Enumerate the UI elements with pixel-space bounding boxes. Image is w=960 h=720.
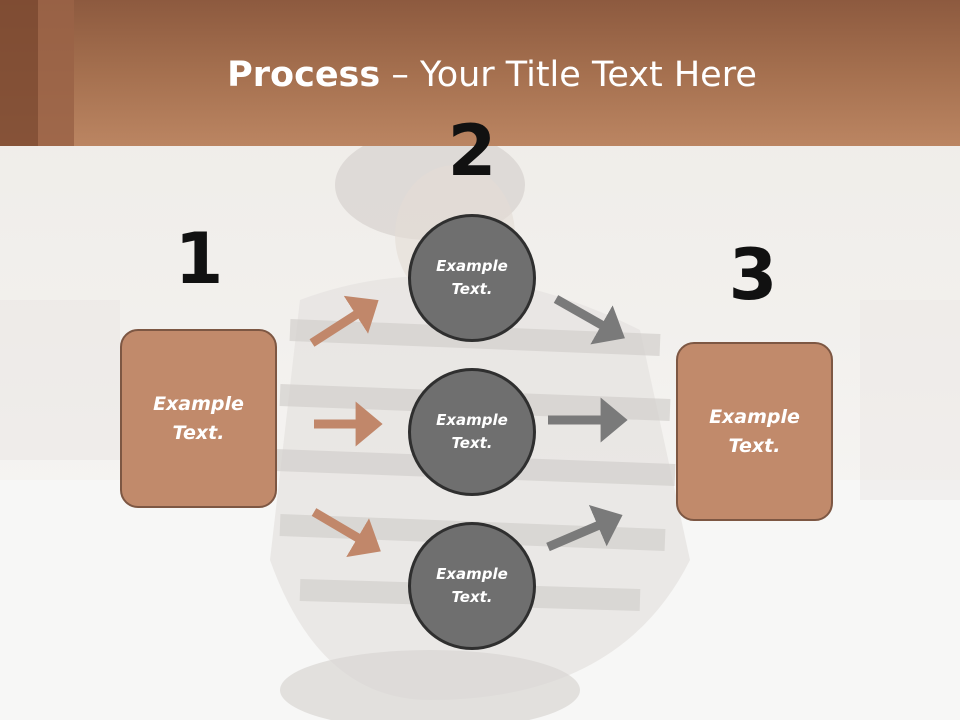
arrow-2a-to-3 xyxy=(553,295,625,345)
arrow-2c-to-3 xyxy=(546,504,623,552)
step-number-3: 3 xyxy=(728,234,778,316)
step-1-text: Example Text. xyxy=(153,392,244,444)
slide-title: Process – Your Title Text Here xyxy=(0,53,960,97)
step-2-circle-top: Example Text. xyxy=(408,214,536,342)
step-1-box: Example Text. xyxy=(120,329,277,508)
step-2-circle-bottom: Example Text. xyxy=(408,522,536,650)
title-bold: Process xyxy=(227,55,381,95)
step-2-circle-middle-text: Example Text. xyxy=(436,411,508,452)
step-2-circle-bottom-text: Example Text. xyxy=(436,565,508,606)
title-rest: – Your Title Text Here xyxy=(380,55,757,95)
arrow-1-to-2c xyxy=(311,508,381,558)
step-2-circle-middle: Example Text. xyxy=(408,368,536,496)
header-accent-dark xyxy=(0,0,38,146)
step-number-2: 2 xyxy=(447,110,497,192)
step-2-circle-top-text: Example Text. xyxy=(436,257,508,298)
header-bar xyxy=(0,0,960,146)
step-3-box: Example Text. xyxy=(676,342,833,521)
header-accent-light xyxy=(38,0,74,146)
step-3-text: Example Text. xyxy=(709,405,800,457)
step-number-1: 1 xyxy=(174,218,224,300)
arrow-1-to-2a xyxy=(309,295,379,347)
